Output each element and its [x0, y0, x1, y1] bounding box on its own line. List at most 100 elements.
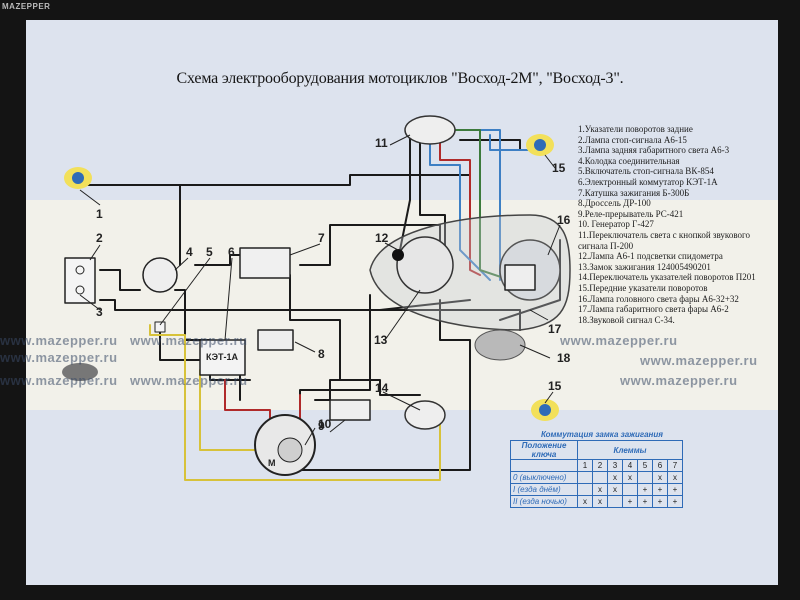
legend-item: 8.Дроссель ДР-100: [578, 198, 651, 209]
position-off: 0 (выключено): [510, 471, 578, 484]
mark-cell: +: [622, 495, 638, 508]
legend-item: 4.Колодка соединительная: [578, 155, 680, 166]
mark-cell: [607, 495, 623, 508]
legend-item: 14.Переключатель указателей поворотов П2…: [578, 272, 756, 283]
legend-item: 18.Звуковой сигнал С-34.: [578, 314, 675, 325]
callout-10: 10: [318, 417, 332, 431]
component-legend: 1.Указатели поворотов задние 2.Лампа сто…: [578, 124, 773, 325]
diagram-title: Схема электрооборудования мотоциклов "Во…: [176, 70, 624, 87]
light-switch: [404, 115, 456, 145]
ignition-switch-table: Положение ключа Клеммы 1 2 3 4 5 6 7 0 (…: [510, 440, 683, 508]
mark-cell: +: [667, 483, 683, 496]
speedo-lamp: [392, 249, 404, 261]
terminal-number: 4: [622, 459, 638, 472]
legend-item: 13.Замок зажигания 124005490201: [578, 261, 711, 272]
watermark-8: www.mazepper.ru: [639, 353, 758, 368]
col-terminals-header: Клеммы: [577, 440, 683, 460]
mark-cell: +: [652, 495, 668, 508]
callout-6: 6: [228, 245, 235, 259]
rear-turn-indicator-icon: [64, 167, 92, 189]
mark-cell: x: [607, 471, 623, 484]
table-header-row: Положение ключа Клеммы: [510, 440, 683, 460]
position-night: II (езда ночью): [510, 495, 578, 508]
callout-8: 8: [318, 347, 325, 361]
watermark-4: www.mazepper.ru: [0, 373, 118, 388]
legend-item: 17.Лампа габаритного света фары А6-2: [578, 304, 729, 315]
terminal-number: 7: [667, 459, 683, 472]
legend-item: 10. Генератор Г-427: [578, 219, 654, 230]
ground-element: [62, 363, 98, 381]
site-logo: MAZEPPER: [2, 2, 51, 11]
watermark-2: www.mazepper.ru: [129, 333, 248, 348]
terminal-number: 6: [652, 459, 668, 472]
legend-item: 7.Катушка зажигания Б-300Б: [578, 187, 690, 198]
callout-1: 1: [96, 207, 103, 221]
terminal-numbers-row: 1 2 3 4 5 6 7: [510, 459, 683, 472]
turn-indicators: [64, 134, 559, 421]
generator-terminal-label: М: [268, 458, 276, 468]
legend-item: 5.Включатель стоп-сигнала ВК-854: [578, 166, 714, 177]
headlight-socket: [504, 264, 536, 291]
callout-12: 12: [375, 231, 389, 245]
callout-11: 11: [375, 136, 388, 150]
position-day: I (езда днём): [510, 483, 578, 496]
terminal-number: 1: [577, 459, 593, 472]
ignition-coil: [239, 247, 291, 279]
table-row: I (езда днём) x x + + +: [510, 483, 683, 496]
callout-13: 13: [374, 333, 388, 347]
mark-cell: [577, 483, 593, 496]
watermark-3: www.mazepper.ru: [0, 350, 118, 365]
legend-item: 2.Лампа стоп-сигнала А6-15: [578, 134, 687, 145]
legend-item: 15.Передние указатели поворотов: [578, 282, 708, 293]
callout-15-bottom: 15: [548, 379, 562, 393]
stop-lamp-block: [64, 257, 96, 304]
mark-cell: x: [607, 483, 623, 496]
mark-cell: x: [577, 495, 593, 508]
kommutator-label: КЭТ-1А: [206, 352, 239, 362]
mark-cell: x: [667, 471, 683, 484]
green-wires: [449, 129, 511, 281]
callout-7: 7: [318, 231, 325, 245]
watermark-7: www.mazepper.ru: [619, 373, 738, 388]
callout-2: 2: [96, 231, 103, 245]
callout-9: 9: [318, 419, 325, 433]
terminal-number: 3: [607, 459, 623, 472]
legend-item: 11.Переключатель света с кнопкой звуково…: [578, 229, 750, 251]
electronic-switch: [199, 339, 246, 376]
legend-item: 16.Лампа головного света фары А6-32+32: [578, 293, 739, 304]
table-row: 0 (выключено) x x x x: [510, 471, 683, 484]
front-turn-indicator-top-icon: [526, 134, 554, 156]
switch-table-title: Коммутация замка зажигания: [541, 430, 663, 439]
callout-16: 16: [557, 213, 571, 227]
callout-17: 17: [548, 322, 562, 336]
legend-item: 6.Электронный коммутатор КЭТ-1А: [578, 176, 718, 187]
col-position-header: Положение ключа: [510, 440, 578, 460]
terminal-number: 2: [592, 459, 608, 472]
legend-item: 12.Лампа А6-1 подсветки спидометра: [578, 251, 723, 262]
table-row: II (езда ночью) x x + + + +: [510, 495, 683, 508]
mark-cell: +: [637, 483, 653, 496]
callout-14: 14: [375, 381, 389, 395]
mark-cell: x: [592, 483, 608, 496]
legend-item: 1.Указатели поворотов задние: [578, 124, 693, 134]
mark-cell: +: [667, 495, 683, 508]
mark-cell: [622, 483, 638, 496]
mark-cell: [577, 471, 593, 484]
mark-cell: x: [652, 471, 668, 484]
mark-cell: [637, 471, 653, 484]
callout-18: 18: [557, 351, 571, 365]
callout-numbers: 1 2 3 4 5 6 7 8 9 10 11 12 13 14 15 15 1…: [96, 136, 571, 433]
relay-interrupter: [329, 399, 371, 421]
horn: [474, 329, 526, 361]
watermark-1: www.mazepper.ru: [0, 333, 118, 348]
legend-item: 3.Лампа задняя габаритного света А6-3: [578, 145, 730, 156]
connector-block: [142, 257, 178, 293]
yellow-wires: [149, 324, 441, 481]
choke: [257, 329, 294, 351]
watermark-6: www.mazepper.ru: [559, 333, 678, 348]
watermark-5: www.mazepper.ru: [129, 373, 248, 388]
callout-4: 4: [186, 245, 193, 259]
mark-cell: [592, 471, 608, 484]
callout-3: 3: [96, 305, 103, 319]
